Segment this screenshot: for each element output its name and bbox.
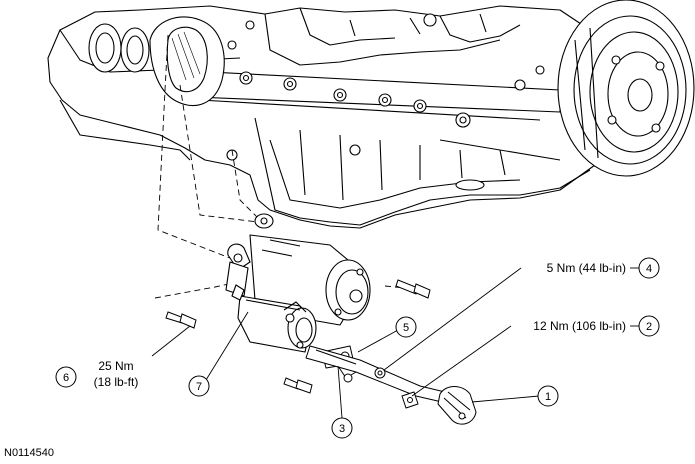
callout-1: 1 <box>537 385 559 407</box>
callout-6-torque-nm: 25 Nm <box>98 359 133 373</box>
callout-1-number: 1 <box>545 391 551 403</box>
callout-4-torque: 5 Nm (44 lb-in) <box>547 261 626 275</box>
callout-6: 6 25 Nm (18 lb-ft) <box>55 359 139 389</box>
figure-id: N0114540 <box>4 447 54 459</box>
bolt-left-25nm <box>165 311 197 329</box>
callout-7-number: 7 <box>196 381 202 393</box>
callout-5: 5 <box>395 316 417 338</box>
callout-2-torque: 12 Nm (106 lb-in) <box>533 319 626 333</box>
callout-4: 5 Nm (44 lb-in) 4 <box>547 257 660 279</box>
battery-cable-bracket <box>305 345 477 425</box>
starter-motor <box>225 213 371 353</box>
callout-2: 12 Nm (106 lb-in) 2 <box>533 315 660 337</box>
alignment-dashed-lines <box>154 34 416 299</box>
bolt-upper-right <box>395 279 431 299</box>
bolt-lower <box>283 377 313 394</box>
callout-7: 7 <box>188 375 210 397</box>
callout-3-number: 3 <box>339 423 345 435</box>
callout-2-number: 2 <box>646 321 652 333</box>
callout-6-torque-lbft: (18 lb-ft) <box>94 375 139 389</box>
callout-3: 3 <box>331 417 353 439</box>
rail-bolts <box>227 13 545 128</box>
callout-4-number: 4 <box>646 263 652 275</box>
callout-6-number: 6 <box>63 372 69 384</box>
callout-5-number: 5 <box>403 322 409 334</box>
engine-block-illustration <box>47 0 695 229</box>
